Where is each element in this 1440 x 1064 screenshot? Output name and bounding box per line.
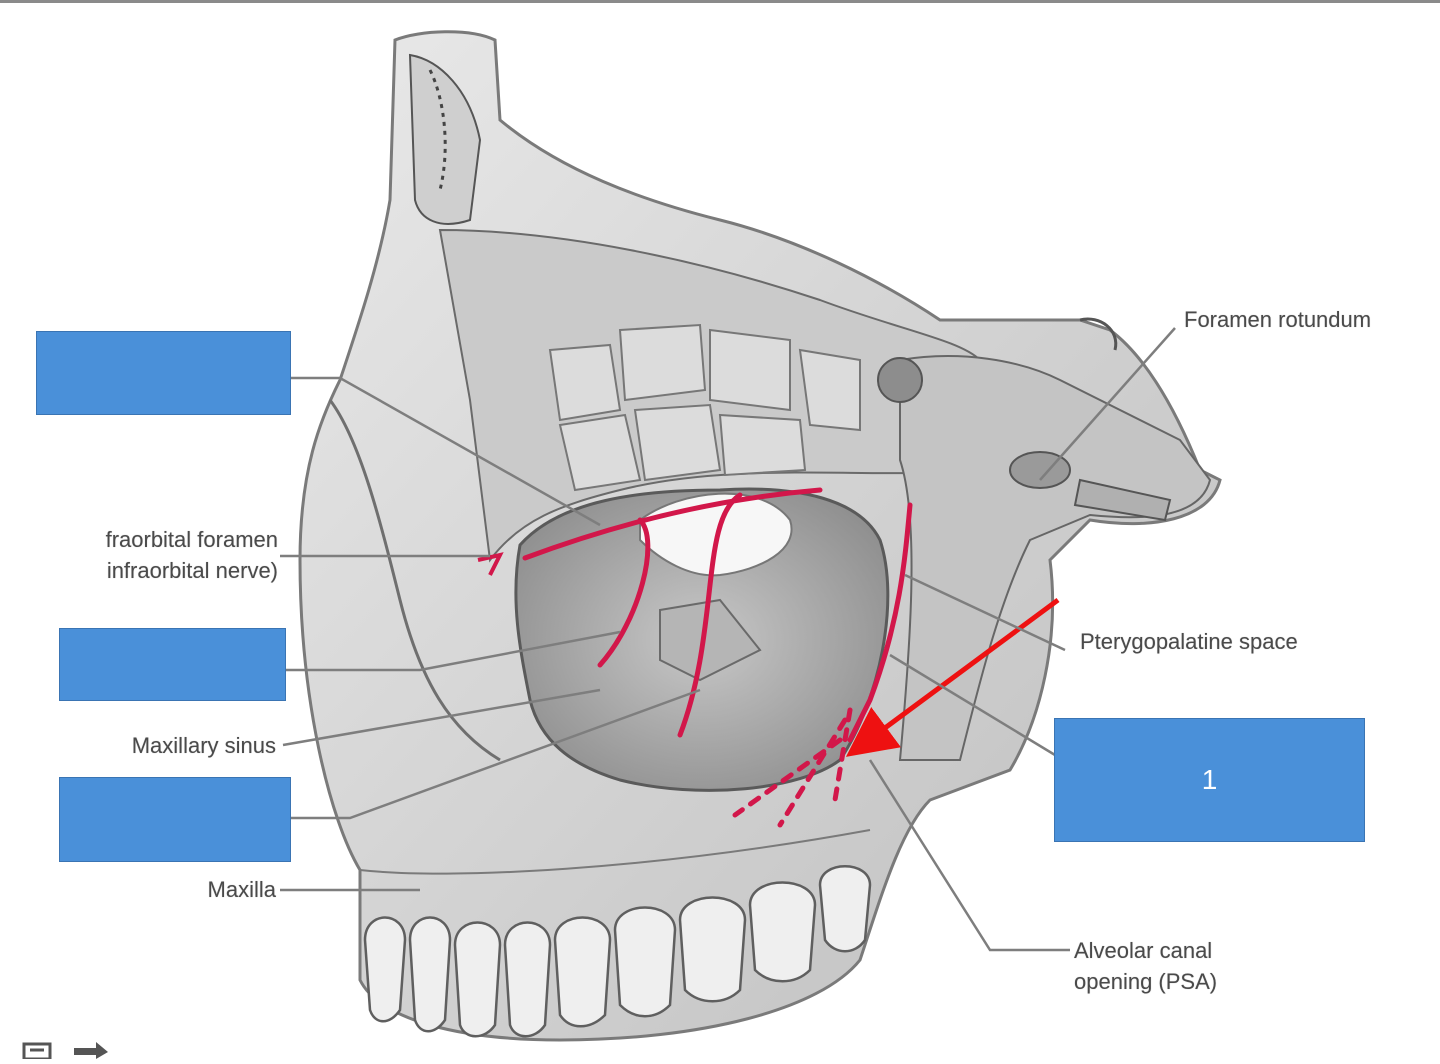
answer-box-4[interactable]: 1 xyxy=(1054,718,1365,842)
label-pterygopalatine-space: Pterygopalatine space xyxy=(1080,629,1298,654)
top-border xyxy=(0,0,1440,3)
bottom-toolbar-fragment xyxy=(0,1038,120,1061)
label-maxillary-sinus: Maxillary sinus xyxy=(131,733,276,758)
label-maxilla: Maxilla xyxy=(207,877,276,902)
label-infraorbital-foramen: fraorbital foramen xyxy=(105,527,278,552)
teeth-row xyxy=(363,865,872,1038)
label-alveolar-opening: opening (PSA) xyxy=(1074,969,1218,994)
save-icon[interactable] xyxy=(22,1042,52,1061)
alveolar-canal-dots xyxy=(732,707,853,828)
answer-box-3[interactable] xyxy=(59,777,291,862)
forward-arrow-icon[interactable] xyxy=(74,1042,108,1059)
label-alveolar-canal: Alveolar canal xyxy=(1074,938,1213,963)
label-foramen-rotundum: Foramen rotundum xyxy=(1184,307,1372,332)
label-infraorbital-nerve: infraorbital nerve) xyxy=(106,558,278,583)
answer-box-1[interactable] xyxy=(36,331,291,415)
answer-box-2[interactable] xyxy=(59,628,286,701)
leader-lines xyxy=(280,327,1176,952)
nerve-paths xyxy=(522,487,913,743)
pointer-arrow xyxy=(845,597,1060,757)
